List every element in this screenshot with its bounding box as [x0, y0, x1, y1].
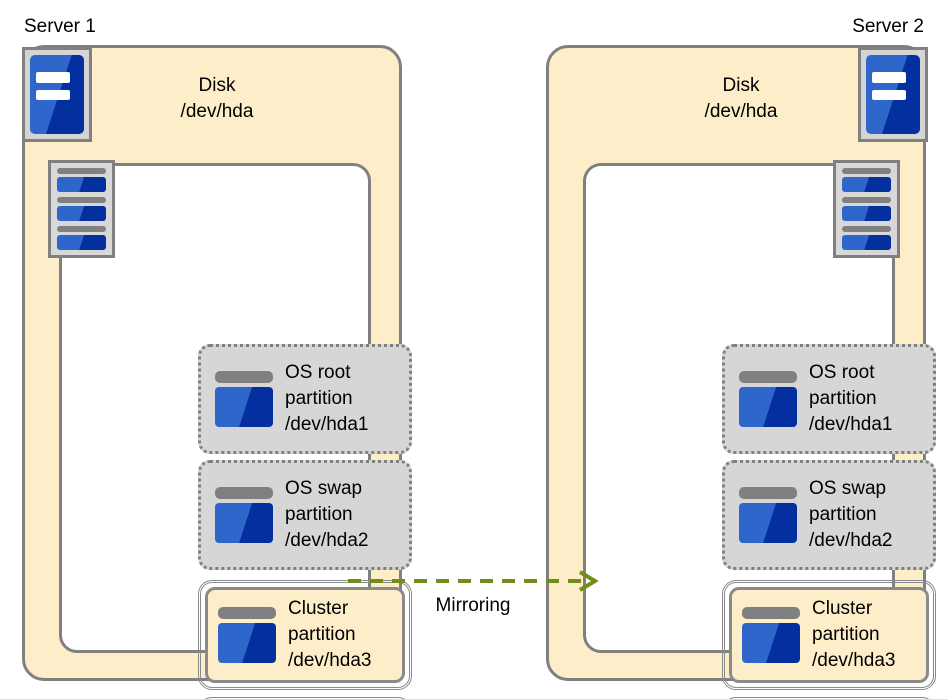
server-2-disk-caption: Disk /dev/hda	[641, 73, 841, 125]
partition-label-line-2: partition	[809, 388, 877, 409]
server-1-tower-icon	[22, 47, 92, 142]
partition-icon	[739, 371, 797, 427]
server-2-os-swap-partition[interactable]: OS swap partition /dev/hda2	[722, 460, 936, 570]
server-1-disk-stack-icon	[48, 160, 115, 258]
partition-content: Cluster partition /dev/hda3	[728, 596, 930, 674]
disk-caption-line-1: Disk	[198, 75, 236, 96]
partition-label-line-1: Cluster	[288, 598, 349, 619]
partition-icon	[215, 487, 273, 543]
disk-caption-line-1: Disk	[722, 75, 760, 96]
disk-caption-line-2: /dev/hda	[180, 101, 254, 122]
partition-label-line-3: /dev/hda1	[809, 414, 893, 435]
partition-content: OS swap partition /dev/hda2	[201, 476, 409, 554]
server-2-disk-stack-icon	[833, 160, 900, 258]
server-1-disk-box: OS root partition /dev/hda1 OS swap part…	[59, 163, 412, 699]
partition-label: OS swap partition /dev/hda2	[285, 476, 368, 554]
partition-label-line-1: OS swap	[809, 478, 887, 499]
partition-label-line-1: OS root	[809, 362, 875, 383]
partition-content: OS swap partition /dev/hda2	[725, 476, 933, 554]
partition-label-line-3: /dev/hda2	[285, 530, 369, 551]
partition-content: OS root partition /dev/hda1	[725, 360, 933, 438]
partition-content: OS root partition /dev/hda1	[201, 360, 409, 438]
partition-label-line-1: Cluster	[812, 598, 873, 619]
partition-label-line-1: OS root	[285, 362, 351, 383]
partition-content: Cluster partition /dev/hda3	[204, 596, 406, 674]
server-1-os-swap-partition[interactable]: OS swap partition /dev/hda2	[198, 460, 412, 570]
partition-label-line-3: /dev/hda2	[809, 530, 893, 551]
partition-icon	[215, 371, 273, 427]
partition-label: OS root partition /dev/hda1	[285, 360, 368, 438]
partition-label-line-3: /dev/hda1	[285, 414, 369, 435]
partition-label-line-2: partition	[285, 504, 353, 525]
partition-label-line-1: OS swap	[285, 478, 363, 499]
partition-label: Cluster partition /dev/hda3	[288, 596, 371, 674]
partition-icon	[739, 487, 797, 543]
partition-label-line-2: partition	[812, 624, 880, 645]
server-2-title: Server 2	[852, 16, 924, 37]
mirroring-label: Mirroring	[435, 595, 511, 616]
partition-label-line-3: /dev/hda3	[288, 650, 372, 671]
partition-label-line-3: /dev/hda3	[812, 650, 896, 671]
server-2-os-root-partition[interactable]: OS root partition /dev/hda1	[722, 344, 936, 454]
partition-label-line-2: partition	[285, 388, 353, 409]
server-2-cluster-partition[interactable]: Cluster partition /dev/hda3	[722, 580, 936, 690]
partition-label: OS swap partition /dev/hda2	[809, 476, 892, 554]
partition-label: Cluster partition /dev/hda3	[812, 596, 895, 674]
server-1-cluster-partition[interactable]: Cluster partition /dev/hda3	[198, 580, 412, 690]
partition-icon	[218, 607, 276, 663]
server-1-title: Server 1	[24, 16, 96, 37]
server-1-os-root-partition[interactable]: OS root partition /dev/hda1	[198, 344, 412, 454]
partition-label-line-2: partition	[288, 624, 356, 645]
server-2-tower-icon	[858, 47, 928, 142]
server-2-box: Disk /dev/hda OS root partition /dev/hda…	[546, 45, 936, 699]
partition-label: OS root partition /dev/hda1	[809, 360, 892, 438]
server-1-disk-caption: Disk /dev/hda	[117, 73, 317, 125]
partition-icon	[742, 607, 800, 663]
server-1-box: Disk /dev/hda OS root partition /dev/hda…	[22, 45, 412, 699]
partition-label-line-2: partition	[809, 504, 877, 525]
disk-caption-line-2: /dev/hda	[704, 101, 778, 122]
